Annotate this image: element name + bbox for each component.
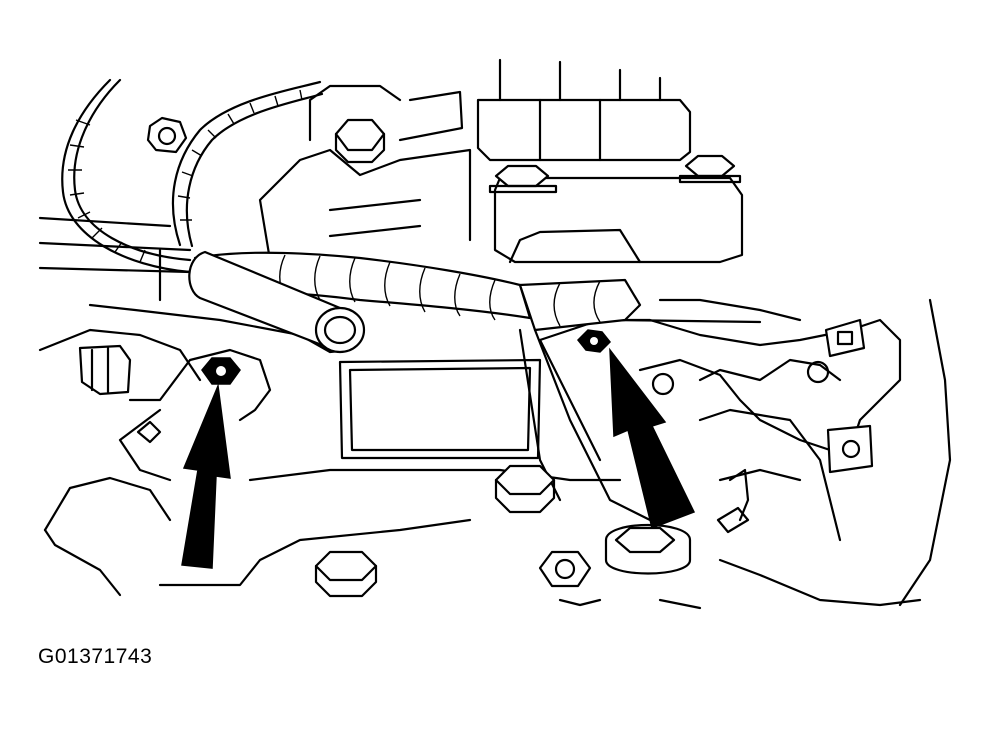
bolt-lower-right — [604, 523, 692, 575]
figure-code: G01371743 — [38, 645, 153, 668]
electrical-connector — [78, 344, 132, 396]
bolt-lower-left — [314, 550, 378, 598]
nut-lower-center — [538, 550, 592, 588]
arrow-right — [609, 347, 696, 530]
sensor-housing — [476, 58, 744, 264]
rectangular-plate — [338, 358, 542, 460]
target-nut-right — [576, 329, 612, 353]
wiring-harness — [61, 78, 642, 332]
arrow-left — [181, 383, 231, 569]
bolt-center — [494, 464, 556, 514]
engine-block-outline — [38, 84, 952, 610]
bolt-top — [334, 118, 386, 164]
mounting-tabs — [136, 318, 874, 534]
target-nut-left — [201, 357, 241, 385]
bolt-housing-left — [488, 164, 558, 194]
bolt-upper-left — [146, 116, 188, 154]
bolt-housing-right — [678, 154, 742, 184]
vacuum-hose — [188, 250, 366, 354]
